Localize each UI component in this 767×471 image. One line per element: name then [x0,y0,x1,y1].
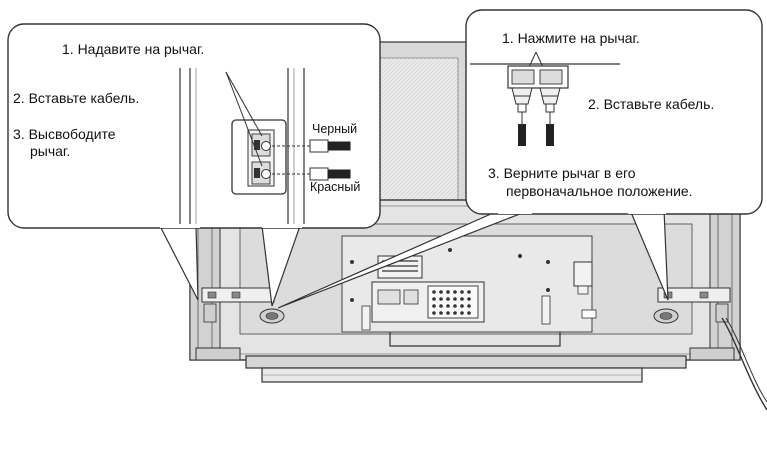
wire-red-label: Красный [310,180,361,194]
left-step-3-label-line1: 3. Высвободите [13,126,116,142]
left-callout [7,23,381,307]
left-callout-terminal-drawing [179,68,351,224]
terminal-board [371,281,485,323]
left-step-1-label: 1. Надавите на рычаг. [62,41,205,57]
left-step-2-label: 2. Вставьте кабель. [13,90,140,106]
right-callout-terminal-drawing [470,51,620,146]
left-step-3-label-line2: рычаг. [30,143,71,159]
speaker-cable [721,317,767,411]
wire-black-label: Черный [312,122,358,136]
right-step-3-label-line2: первоначальное положение. [506,183,693,199]
left-speaker-terminal [201,287,285,324]
right-step-2-label: 2. Вставьте кабель. [588,96,715,112]
right-step-3-label-line1: 3. Верните рычаг в его [488,165,636,181]
right-step-1-label: 1. Нажмите на рычаг. [502,30,640,46]
